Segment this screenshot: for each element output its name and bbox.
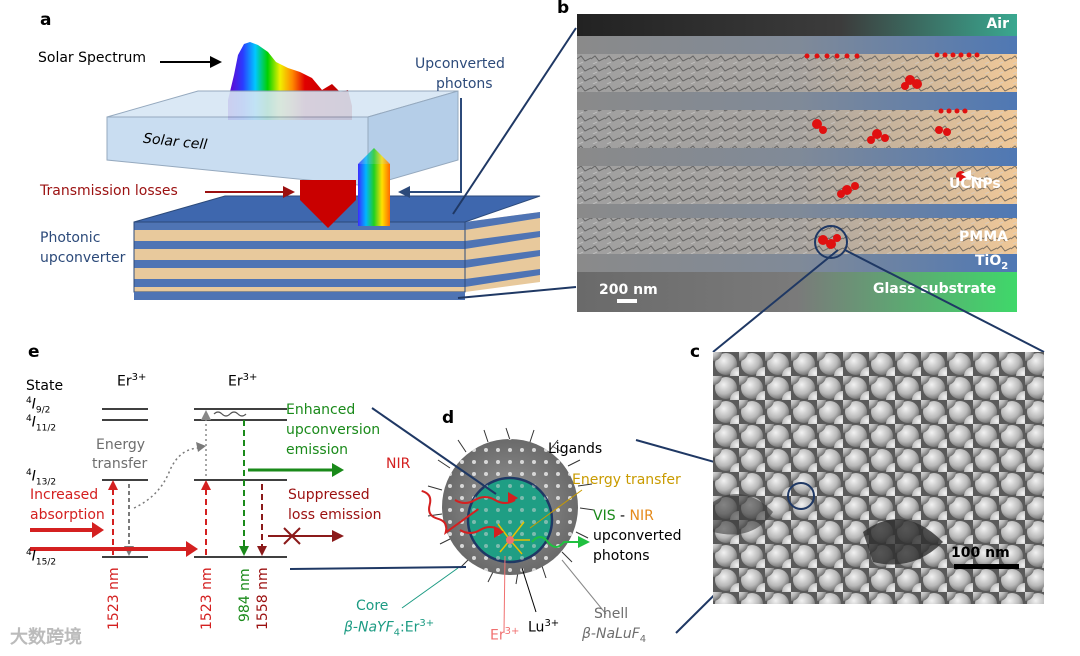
ucnps-label: UCNPs xyxy=(949,176,1001,192)
suppressed-label-2: loss emission xyxy=(288,507,382,523)
air-label: Air xyxy=(986,16,1009,32)
wl-1558: 1558 nm xyxy=(255,567,271,630)
er-label: Er3+ xyxy=(490,626,520,644)
watermark-text: 大数跨境 xyxy=(10,627,82,648)
nanoparticle-sem-image: 100 nm xyxy=(713,352,1044,604)
upconverted-photons-label-1: Upconverted xyxy=(415,56,505,72)
energy-transfer-label-1: Energy xyxy=(96,437,146,453)
vis-nir-label: VIS - NIR xyxy=(593,508,654,524)
enhanced-label-3: emission xyxy=(286,442,349,458)
ligands-label: Ligands xyxy=(548,441,603,457)
zoom-circle-b xyxy=(814,225,848,259)
zoom-line-top xyxy=(452,27,577,215)
level-4i152-label: 4I15/2 xyxy=(26,548,57,568)
energy-transfer-d-label: Energy transfer xyxy=(572,472,681,488)
upconverter-label: upconverter xyxy=(40,250,126,266)
upconverted-arrow xyxy=(410,98,462,193)
upconverted-beam xyxy=(358,148,390,226)
level-4i112-label: 4I11/2 xyxy=(26,414,57,434)
energy-level-diagram xyxy=(30,408,344,558)
cross-section-image: Air UCNPs PMMA TiO2 Glass substrate 200 … xyxy=(577,14,1017,312)
upconverted-label-1: upconverted xyxy=(593,528,682,544)
panel-letter-e: e xyxy=(28,342,40,362)
solar-cell-slab xyxy=(106,90,459,187)
nir-label: NIR xyxy=(386,456,411,472)
level-4i132-label: 4I13/2 xyxy=(26,468,57,488)
increased-absorption-label-1: Increased xyxy=(30,487,99,503)
er-left-label: Er3+ xyxy=(117,372,147,390)
lu-label: Lu3+ xyxy=(528,618,560,636)
core-label: Core xyxy=(356,598,389,614)
solar-spectrum-label: Solar Spectrum xyxy=(38,50,146,66)
pmma-label: PMMA xyxy=(959,229,1008,245)
core-formula-label: β-NaYF4:Er3+ xyxy=(344,618,435,639)
shell-label: Shell xyxy=(594,606,629,622)
panel-letter-c: c xyxy=(690,342,701,362)
wl-1523-right: 1523 nm xyxy=(199,567,215,630)
zoom-circle-c xyxy=(787,482,815,510)
transmission-losses-label: Transmission losses xyxy=(40,183,178,199)
upconverter-stack xyxy=(133,195,541,300)
upconverted-photons-label-2: photons xyxy=(436,76,493,92)
scale-label-c: 100 nm xyxy=(951,545,1010,561)
scale-bar-b xyxy=(617,299,637,303)
er-right-label: Er3+ xyxy=(228,372,258,390)
zoom-line-bottom xyxy=(457,286,577,299)
shell-formula-label: β-NaLuF4 xyxy=(582,626,647,645)
panel-letter-b: b xyxy=(557,0,570,18)
scale-bar-c xyxy=(954,564,1019,569)
tio2-label: TiO2 xyxy=(975,253,1009,272)
nir-arrow-1 xyxy=(421,489,479,535)
panel-a-illustration xyxy=(106,27,577,300)
state-label: State xyxy=(26,378,64,394)
glass-substrate-label: Glass substrate xyxy=(873,281,997,297)
photonic-label: Photonic xyxy=(40,230,101,246)
wl-984: 984 nm xyxy=(237,568,253,622)
suppressed-label-1: Suppressed xyxy=(288,487,370,503)
nir-arrow-2 xyxy=(454,496,516,504)
enhanced-label-1: Enhanced xyxy=(286,402,356,418)
panel-letter-a: a xyxy=(40,10,52,30)
increased-absorption-label-2: absorption xyxy=(30,507,105,523)
wl-1523-left: 1523 nm xyxy=(106,567,122,630)
transmission-beam xyxy=(300,180,356,228)
scale-label-b: 200 nm xyxy=(599,282,658,298)
enhanced-label-2: upconversion xyxy=(286,422,381,438)
upconverted-label-2: photons xyxy=(593,548,650,564)
level-4i92-label: 4I9/2 xyxy=(26,396,51,416)
vis-emission-arrow xyxy=(531,536,578,548)
energy-transfer-label-2: transfer xyxy=(92,456,148,472)
panel-letter-d: d xyxy=(442,408,455,428)
